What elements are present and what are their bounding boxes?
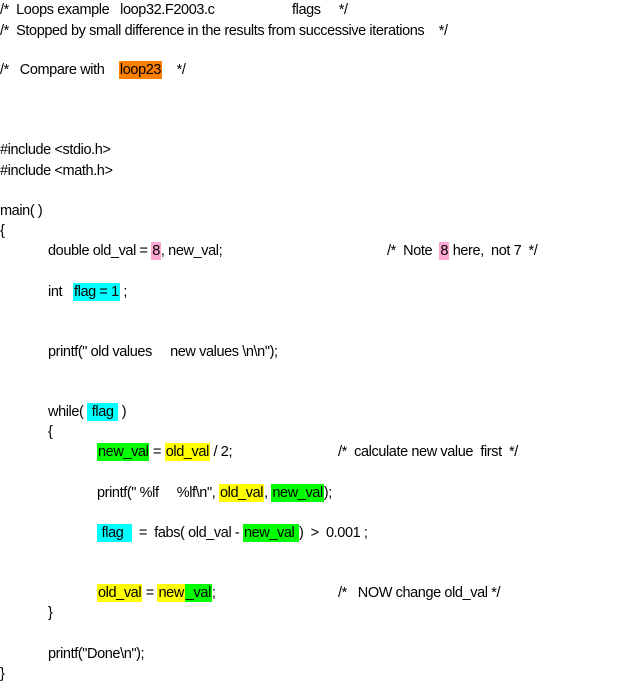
- code-line: #include <stdio.h>: [0, 141, 111, 159]
- code-line: printf(" %lf %lf\n", old_val, new_val);: [97, 484, 332, 502]
- highlighted-token: 8: [439, 242, 450, 260]
- code-line: {: [0, 222, 5, 240]
- code-line: old_val = new_val;: [97, 584, 216, 602]
- code-text: double old_val =: [48, 243, 152, 259]
- highlighted-token: _val: [184, 584, 212, 602]
- code-text: printf(" %lf %lf\n",: [97, 485, 219, 501]
- highlighted-token: loop23: [118, 61, 163, 79]
- highlighted-token: flag = 1: [73, 283, 120, 301]
- code-line: printf("Done\n");: [48, 645, 145, 663]
- highlighted-token: old_val: [164, 443, 210, 461]
- code-text: /* Compare with: [0, 62, 119, 78]
- code-line: {: [48, 423, 53, 441]
- code-line: main( ): [0, 202, 43, 220]
- code-line: printf(" old values new values \n\n");: [48, 343, 278, 361]
- code-text: =: [149, 444, 165, 460]
- code-text: }: [0, 666, 5, 682]
- highlighted-token: flag: [87, 403, 119, 421]
- code-text: #include <math.h>: [0, 163, 113, 179]
- code-line: flag = fabs( old_val - new_val ) > 0.001…: [97, 524, 368, 542]
- code-text: */: [162, 62, 186, 78]
- code-text: ) > 0.001 ;: [299, 525, 368, 541]
- highlighted-token: new_val: [97, 443, 150, 461]
- code-line: #include <math.h>: [0, 162, 113, 180]
- code-text: printf(" old values new values \n\n");: [48, 344, 278, 360]
- code-text: /* NOW change old_val */: [338, 585, 501, 601]
- highlighted-token: new: [157, 584, 185, 602]
- code-line: /* Loops example loop32.F2003.c: [0, 1, 215, 19]
- code-line: while( flag ): [48, 403, 127, 421]
- code-text: int: [48, 284, 73, 300]
- code-text: printf("Done\n");: [48, 646, 145, 662]
- code-line: double old_val = 8, new_val;: [48, 242, 223, 260]
- code-line: }: [48, 604, 53, 622]
- code-text: {: [48, 424, 53, 440]
- code-text: ;: [119, 284, 128, 300]
- highlighted-token: 8: [151, 242, 161, 260]
- code-text: /* Note: [387, 243, 440, 259]
- code-comment: /* NOW change old_val */: [338, 584, 500, 602]
- code-text: {: [0, 223, 5, 239]
- code-line: /* Compare with loop23 */: [0, 61, 186, 79]
- highlighted-token: flag: [97, 524, 132, 542]
- code-text: }: [48, 605, 53, 621]
- code-text: ,: [264, 485, 272, 501]
- highlighted-token: new_val: [271, 484, 324, 502]
- code-line: }: [0, 665, 5, 683]
- code-line: /* Stopped by small difference in the re…: [0, 22, 448, 40]
- code-text: #include <stdio.h>: [0, 142, 111, 158]
- code-text: /* calculate new value first */: [338, 444, 518, 460]
- highlighted-token: old_val: [218, 484, 265, 502]
- code-text: );: [323, 485, 332, 501]
- highlighted-token: new_val: [242, 524, 299, 542]
- code-text: main( ): [0, 203, 43, 219]
- code-text: =: [142, 585, 158, 601]
- code-text: / 2;: [209, 444, 233, 460]
- code-line: int flag = 1 ;: [48, 283, 127, 301]
- code-comment: /* calculate new value first */: [338, 443, 518, 461]
- code-line: new_val = old_val / 2;: [97, 443, 232, 461]
- highlighted-token: old_val: [97, 584, 143, 602]
- code-text: /* Stopped by small difference in the re…: [0, 23, 448, 39]
- code-text: ;: [211, 585, 216, 601]
- code-text: while(: [48, 404, 88, 420]
- code-comment: flags */: [292, 1, 348, 19]
- code-comment: /* Note 8 here, not 7 */: [387, 242, 538, 260]
- code-text: here, not 7 */: [449, 243, 538, 259]
- code-text: ): [118, 404, 127, 420]
- code-text: = fabs( old_val -: [131, 525, 243, 541]
- code-text: /* Loops example loop32.F2003.c: [0, 2, 215, 18]
- code-text: , new_val;: [160, 243, 223, 259]
- code-text: flags */: [292, 2, 348, 18]
